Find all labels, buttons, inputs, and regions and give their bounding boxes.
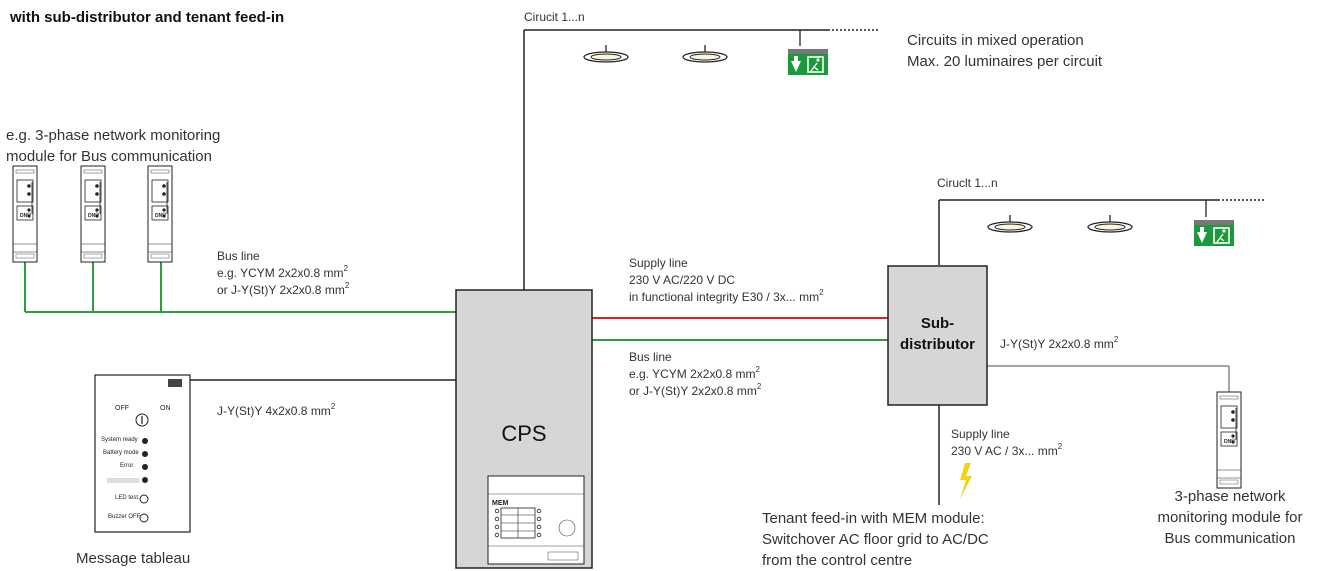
indicator-error: Error <box>120 463 134 469</box>
indicator-system-ready: System ready <box>101 437 138 443</box>
supply-center-line3: in functional integrity E30 / 3x... mm2 <box>629 288 824 305</box>
circuit-label-sub: Ciruclt 1...n <box>937 176 998 190</box>
ceiling-luminaire-icon <box>583 44 629 63</box>
bus-center-line3: or J-Y(St)Y 2x2x0.8 mm2 <box>629 382 762 399</box>
subdistributor-box <box>887 265 988 406</box>
bus-left-line1: Bus line <box>217 249 260 263</box>
module-label: DNÜ <box>88 213 99 219</box>
tableau-on-label: ON <box>160 405 171 412</box>
circuits-note-line1: Circuits in mixed operation <box>907 32 1084 49</box>
supply-center-line1: Supply line <box>629 256 688 270</box>
ceiling-luminaire-icon <box>987 214 1033 233</box>
lightning-icon <box>960 463 972 499</box>
module-label: DNÜ <box>20 213 31 219</box>
ceiling-luminaire-icon <box>1087 214 1133 233</box>
buzzer-off-label: Buzzer OFF <box>108 514 141 520</box>
tableau-cable-label: J-Y(St)Y 4x2x0.8 mm2 <box>217 402 336 419</box>
led-test-label: LED test <box>115 495 139 501</box>
monitor-right-line3: Bus communication <box>1164 530 1296 547</box>
tableau-caption: Message tableau <box>76 550 191 567</box>
circuit-label-main: Cirucit 1...n <box>524 10 585 24</box>
subdistributor-label-line2: distributor <box>900 336 975 353</box>
exit-sign-icon <box>787 48 829 76</box>
subdist-cable-label: J-Y(St)Y 2x2x0.8 mm2 <box>1000 335 1119 352</box>
tenant-feed-line2: Switchover AC floor grid to AC/DC <box>762 531 989 548</box>
monitor-right-line2: monitoring module for <box>1157 509 1303 526</box>
circuits-note-line2: Max. 20 luminaires per circuit <box>907 53 1103 70</box>
monitor-right-line1: 3-phase network <box>1174 488 1286 505</box>
indicator-battery-mode: Battery mode <box>103 450 139 456</box>
supply-center-line2: 230 V AC/220 V DC <box>629 273 736 287</box>
mem-module: MEM <box>487 475 585 565</box>
message-tableau <box>94 374 191 533</box>
monitor-group-line1: e.g. 3-phase network monitoring <box>6 127 221 144</box>
module-label: DNÜ <box>155 213 166 219</box>
exit-sign-icon <box>1193 219 1235 247</box>
module-label: DNÜ <box>1224 439 1235 445</box>
tenant-feed-line3: from the control centre <box>762 552 913 569</box>
bus-center-line2: e.g. YCYM 2x2x0.8 mm2 <box>629 365 760 382</box>
bus-left-line3: or J-Y(St)Y 2x2x0.8 mm2 <box>217 281 350 298</box>
bus-left-line2: e.g. YCYM 2x2x0.8 mm2 <box>217 264 348 281</box>
supply-sub-line2: 230 V AC / 3x... mm2 <box>951 442 1063 459</box>
cps-label: CPS <box>501 421 547 446</box>
mem-label: MEM <box>492 500 509 507</box>
supply-sub-line1: Supply line <box>951 427 1010 441</box>
monitor-group-line2: module for Bus communication <box>6 148 212 165</box>
bus-center-line1: Bus line <box>629 350 672 364</box>
tenant-feed-line1: Tenant feed-in with MEM module: <box>762 510 985 527</box>
tableau-off-label: OFF <box>115 405 129 412</box>
subdistributor-label-line1: Sub- <box>920 315 955 332</box>
ceiling-luminaire-icon <box>682 44 728 63</box>
page-title: with sub-distributor and tenant feed-in <box>10 9 285 26</box>
